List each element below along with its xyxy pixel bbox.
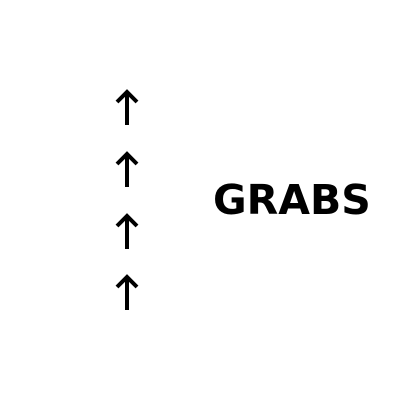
up-arrow-icon bbox=[112, 88, 142, 130]
up-arrow-icon bbox=[112, 212, 142, 254]
word-label: GRABS bbox=[213, 176, 371, 224]
up-arrow-icon bbox=[112, 273, 142, 315]
up-arrow-icon bbox=[112, 150, 142, 192]
